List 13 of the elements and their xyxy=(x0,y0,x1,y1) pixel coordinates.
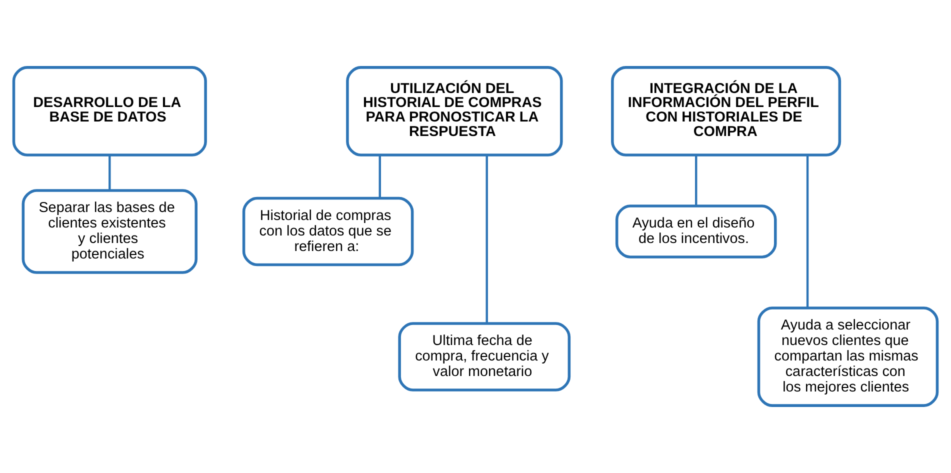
node-box: Ultima fecha de compra, frecuencia y valor monetario xyxy=(398,322,571,392)
node-box: INTEGRACIÓN DE LA INFORMACIÓN DEL PERFIL CON HISTORIALES DE COMPRA xyxy=(611,66,842,156)
node-box: UTILIZACIÓN DEL HISTORIAL DE COMPRAS PARA PRONOSTICAR LA RESPUESTA xyxy=(346,66,563,156)
connector xyxy=(108,155,111,190)
node-box: Separar las bases de clientes existentes y clientes potenciales xyxy=(22,189,198,274)
node-box: Historial de compras con los datos que se refieren a: xyxy=(242,196,414,266)
node-box: DESARROLLO DE LA BASE DE DATOS xyxy=(12,66,207,156)
connector xyxy=(695,155,698,206)
node-box: Ayuda a seleccionar nuevos clientes que compartan las mismas características con los mejores clientes xyxy=(757,306,939,407)
connector xyxy=(378,155,381,198)
connector xyxy=(806,155,809,308)
node-box: Ayuda en el diseño de los incentivos. xyxy=(615,204,777,258)
connector xyxy=(486,155,488,324)
